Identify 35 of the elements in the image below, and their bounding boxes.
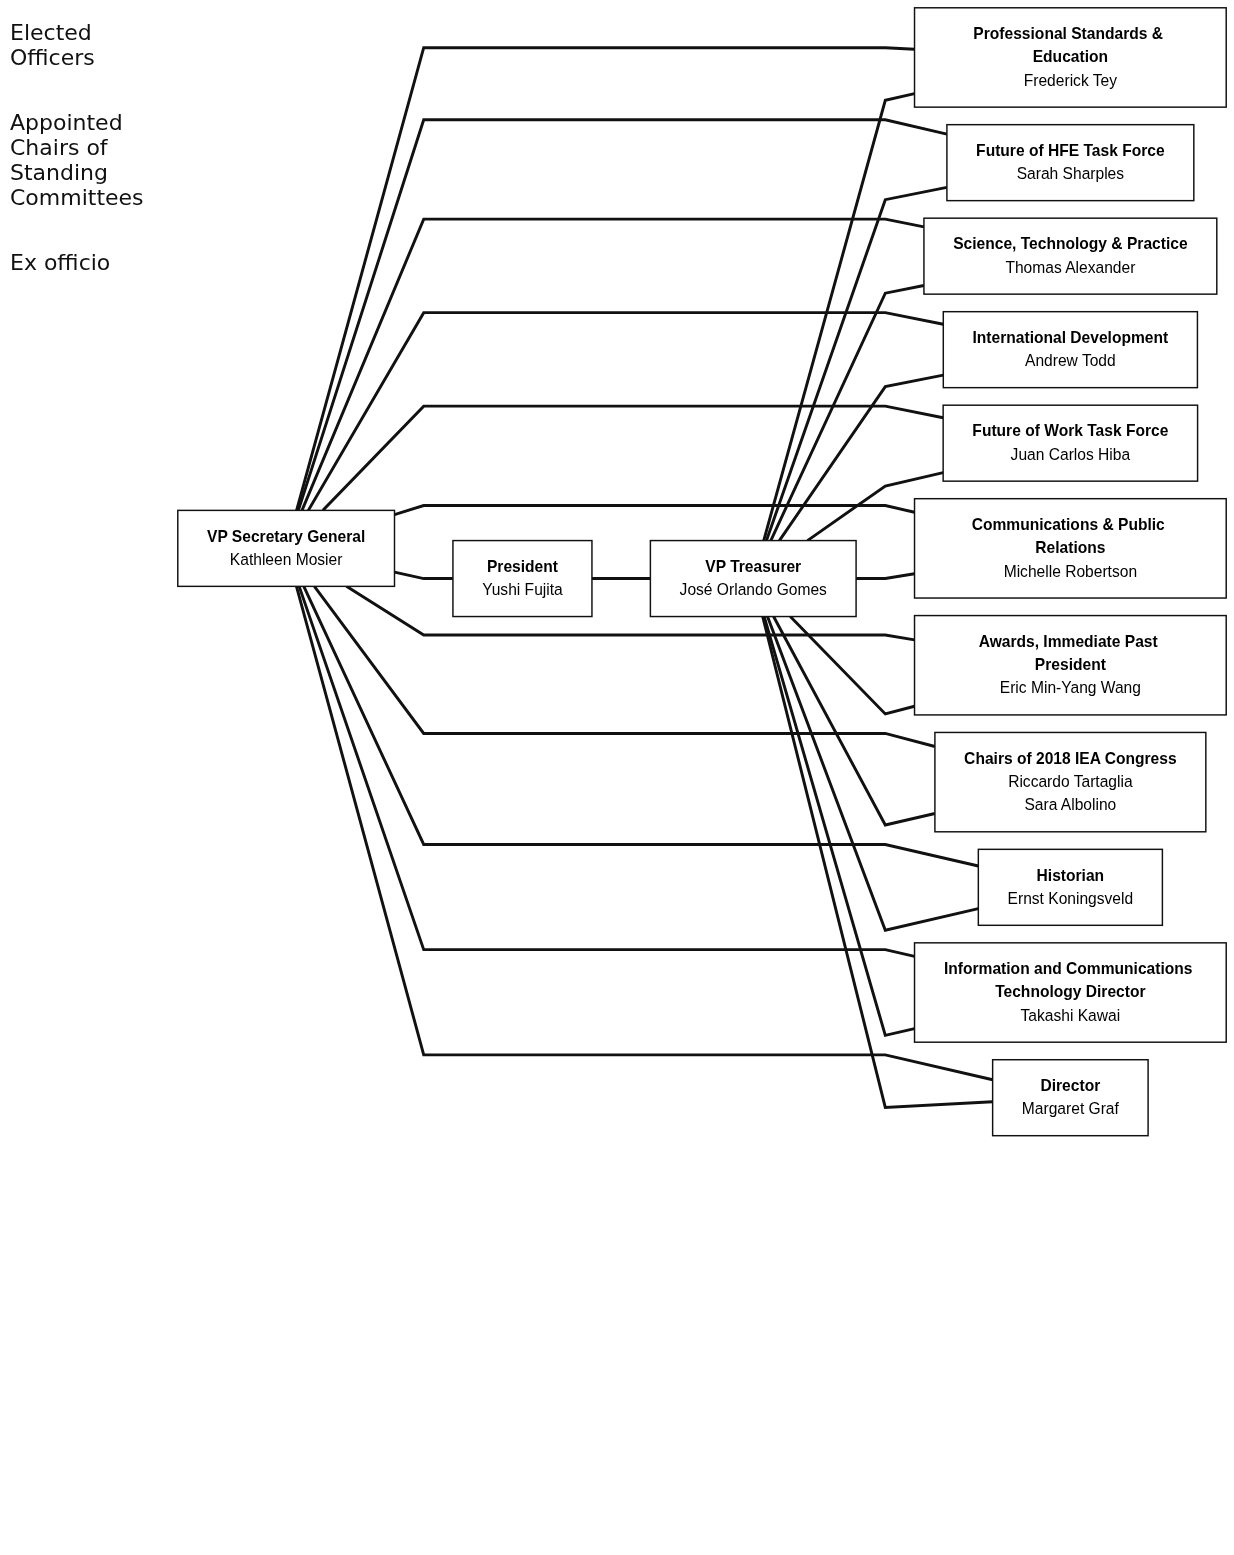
connector [806,471,944,542]
connector [856,572,915,580]
connector [307,311,944,512]
connector [762,616,915,1038]
connector [789,615,915,716]
section-label: Appointed Chairs of Standing Committees [10,110,145,210]
node-box: Future of HFE Task Force Sarah Sharples [946,123,1195,202]
section-label: Ex officio [10,250,112,275]
node-box: VP Treasurer José Orlando Gomes [649,539,857,618]
connector [762,92,915,541]
section-label: Elected Officers [10,20,96,70]
node-box: Director Margaret Graf [991,1059,1149,1137]
connector [394,504,915,516]
connector [302,585,979,868]
connector [591,577,651,580]
node-box: Awards, Immediate Past President Eric Min-Yang Wang [913,614,1227,716]
connector [297,585,915,958]
node-box: President Yushi Fujita [452,539,593,618]
node-box: VP Secretary General Kathleen Mosier [177,509,396,588]
connector [394,570,453,580]
node-box: International Development Andrew Todd [942,310,1199,389]
connector [295,585,993,1082]
node-box: Chairs of 2018 IEA Congress Riccardo Tartaglia Sara Albolino [934,731,1207,833]
connector [766,616,979,932]
connector [778,373,944,542]
connector [295,46,915,511]
node-box: Communications & Public Relations Michelle Robertson [913,497,1227,599]
connector [321,404,944,512]
connector [345,585,915,642]
node-box: Future of Work Task Force Juan Carlos Hiba [942,404,1199,482]
node-box: Information and Communications Technology Director Takashi Kawai [913,942,1227,1043]
node-box: Science, Technology & Practice Thomas Alexander [923,217,1218,295]
node-box: Historian Ernst Koningsveld [977,848,1164,927]
node-box: Professional Standards & Education Frederick Tey [913,7,1227,108]
connector [761,616,993,1109]
